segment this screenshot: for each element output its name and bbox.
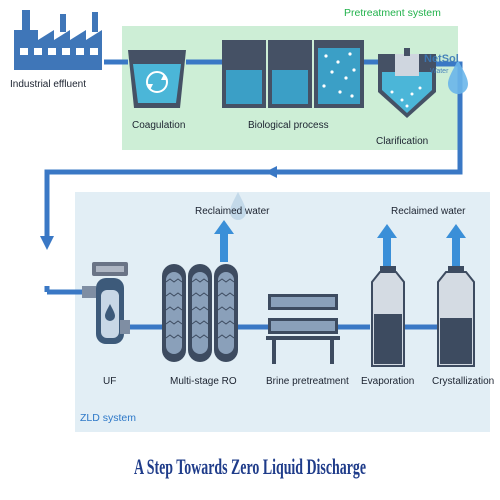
clarification-label: Clarification	[376, 136, 428, 147]
zld-panel	[75, 192, 490, 432]
pretreatment-title: Pretreatment system	[344, 7, 441, 19]
reclaimed-arrow-evaporation	[377, 224, 397, 266]
evaporation-unit-icon	[371, 266, 405, 367]
reclaimed-label-ro: Reclaimed water	[195, 206, 270, 217]
pipes	[44, 59, 463, 330]
source-label: Industrial effluent	[10, 79, 86, 90]
biological-tanks-icon	[222, 40, 364, 108]
multi-stage-ro-label: Multi-stage RO	[170, 376, 237, 387]
footer-title: A Step Towards Zero Liquid Discharge	[134, 454, 366, 479]
biological-label: Biological process	[248, 120, 329, 131]
coagulation-tank-icon	[128, 50, 186, 108]
netsol-watermark-faint	[230, 192, 246, 220]
netsol-watermark-logo: NetSol Water	[424, 53, 468, 94]
crystallization-label: Crystallization	[432, 376, 494, 387]
brine-pretreatment-icon	[266, 294, 340, 364]
svg-text:NetSol: NetSol	[424, 53, 459, 65]
flow-arrow-down	[40, 236, 54, 250]
factory-icon	[14, 10, 102, 70]
reclaimed-arrow-crystallization	[446, 224, 466, 266]
svg-text:Water: Water	[430, 68, 449, 75]
uf-unit-icon	[82, 262, 130, 344]
crystallization-unit-icon	[437, 266, 475, 367]
evaporation-label: Evaporation	[361, 376, 414, 387]
clarifier-icon	[378, 48, 436, 118]
reclaimed-arrow-ro	[214, 220, 234, 262]
uf-label: UF	[103, 376, 116, 387]
multi-stage-ro-icon	[162, 264, 238, 362]
reclaimed-label-evaporation: Reclaimed water	[391, 206, 466, 217]
coagulation-label: Coagulation	[132, 120, 185, 131]
brine-pretreatment-label: Brine pretreatment	[266, 376, 349, 387]
flow-arrow-main	[265, 166, 277, 178]
zld-title: ZLD system	[80, 412, 136, 424]
